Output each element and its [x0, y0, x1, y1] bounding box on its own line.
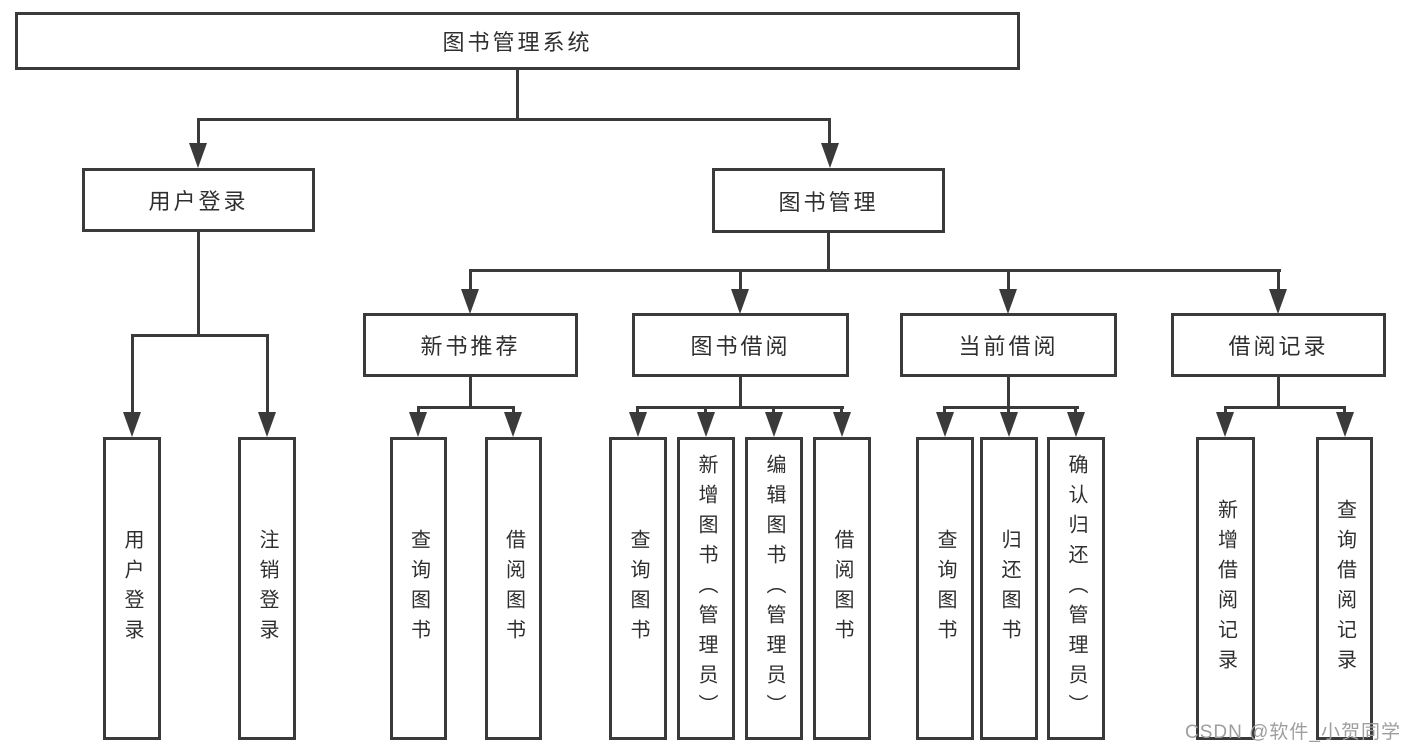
- arrowhead-down-icon: [461, 289, 479, 314]
- node-new-book-recommend: 新书推荐: [363, 313, 578, 377]
- leaf-label: 新增借阅记录: [1214, 498, 1237, 679]
- connector-line: [943, 406, 946, 415]
- connector-line: [1277, 376, 1280, 409]
- arrowhead-down-icon: [189, 143, 207, 168]
- leaf-label: 查询图书: [627, 528, 649, 649]
- leaf-label: 新增图书（管理员）: [695, 453, 717, 724]
- arrowhead-down-icon: [765, 412, 783, 437]
- node-book-borrow-label: 图书借阅: [690, 334, 791, 359]
- connector-line: [739, 269, 742, 291]
- node-leaf-query-book-2: 查询图书: [609, 437, 667, 740]
- connector-line: [739, 376, 742, 409]
- node-book-borrow: 图书借阅: [632, 313, 849, 377]
- node-borrow-record: 借阅记录: [1171, 313, 1386, 377]
- node-leaf-edit-book-admin: 编辑图书（管理员）: [745, 437, 803, 740]
- connector-line: [636, 406, 639, 415]
- node-root: 图书管理系统: [15, 12, 1020, 70]
- connector-line: [417, 406, 420, 415]
- arrowhead-down-icon: [1269, 289, 1287, 314]
- connector-line: [469, 269, 472, 291]
- arrowhead-down-icon: [504, 412, 522, 437]
- connector-line: [943, 406, 1079, 409]
- arrowhead-down-icon: [1067, 412, 1085, 437]
- connector-line: [131, 334, 134, 414]
- connector-line: [704, 406, 707, 415]
- node-leaf-add-borrow-record: 新增借阅记录: [1196, 437, 1255, 740]
- node-book-management: 图书管理: [712, 168, 945, 233]
- connector-line: [840, 406, 843, 415]
- node-root-label: 图书管理系统: [442, 30, 593, 55]
- arrowhead-down-icon: [999, 289, 1017, 314]
- leaf-label: 查询借阅记录: [1333, 498, 1356, 679]
- connector-line: [197, 231, 200, 336]
- node-leaf-return-book: 归还图书: [980, 437, 1038, 740]
- leaf-label: 借阅图书: [831, 528, 853, 649]
- arrowhead-down-icon: [731, 289, 749, 314]
- node-leaf-query-book-3: 查询图书: [916, 437, 974, 740]
- node-user-login: 用户登录: [82, 168, 315, 232]
- arrowhead-down-icon: [833, 412, 851, 437]
- connector-line: [1007, 376, 1010, 409]
- connector-line: [828, 118, 831, 146]
- node-current-borrow-label: 当前借阅: [958, 334, 1059, 359]
- connector-line: [469, 376, 472, 409]
- node-leaf-logout: 注销登录: [238, 437, 296, 740]
- connector-line: [636, 406, 844, 409]
- connector-line: [266, 334, 269, 414]
- arrowhead-down-icon: [936, 412, 954, 437]
- arrowhead-down-icon: [629, 412, 647, 437]
- node-leaf-add-book-admin: 新增图书（管理员）: [677, 437, 735, 740]
- connector-line: [1343, 406, 1346, 415]
- connector-line: [516, 69, 519, 120]
- leaf-label: 编辑图书（管理员）: [763, 453, 785, 724]
- arrowhead-down-icon: [123, 412, 141, 437]
- node-user-login-label: 用户登录: [148, 189, 249, 214]
- leaf-label: 用户登录: [121, 528, 143, 649]
- connector-line: [512, 406, 515, 415]
- leaf-label: 借阅图书: [502, 528, 525, 649]
- arrowhead-down-icon: [697, 412, 715, 437]
- node-leaf-query-borrow-record: 查询借阅记录: [1316, 437, 1373, 740]
- connector-line: [469, 269, 1281, 272]
- connector-line: [417, 406, 515, 409]
- node-book-management-label: 图书管理: [778, 189, 879, 215]
- connector-line: [1007, 406, 1010, 415]
- connector-line: [131, 334, 269, 337]
- connector-line: [1007, 269, 1010, 291]
- leaf-label: 归还图书: [998, 528, 1020, 649]
- leaf-label: 查询图书: [934, 528, 956, 649]
- arrowhead-down-icon: [821, 143, 839, 168]
- arrowhead-down-icon: [258, 412, 276, 437]
- leaf-label: 查询图书: [407, 528, 430, 649]
- node-new-book-recommend-label: 新书推荐: [420, 334, 521, 359]
- connector-line: [827, 232, 830, 272]
- leaf-label: 确认归还（管理员）: [1065, 453, 1087, 724]
- arrowhead-down-icon: [1216, 412, 1234, 437]
- connector-line: [197, 118, 200, 146]
- arrowhead-down-icon: [1000, 412, 1018, 437]
- node-current-borrow: 当前借阅: [900, 313, 1117, 377]
- node-leaf-borrow-book-2: 借阅图书: [813, 437, 871, 740]
- node-borrow-record-label: 借阅记录: [1228, 334, 1329, 359]
- connector-line: [197, 118, 831, 121]
- csdn-watermark: CSDN @软件_小贺同学: [1185, 722, 1401, 743]
- arrowhead-down-icon: [409, 412, 427, 437]
- connector-line: [1224, 406, 1346, 409]
- connector-line: [1074, 406, 1077, 415]
- leaf-label: 注销登录: [256, 528, 278, 649]
- node-leaf-query-book-1: 查询图书: [390, 437, 447, 740]
- connector-line: [1224, 406, 1227, 415]
- connector-line: [1277, 269, 1280, 291]
- arrowhead-down-icon: [1336, 412, 1354, 437]
- node-leaf-user-login: 用户登录: [103, 437, 161, 740]
- connector-line: [772, 406, 775, 415]
- node-leaf-confirm-return-admin: 确认归还（管理员）: [1047, 437, 1105, 740]
- node-leaf-borrow-book-1: 借阅图书: [485, 437, 542, 740]
